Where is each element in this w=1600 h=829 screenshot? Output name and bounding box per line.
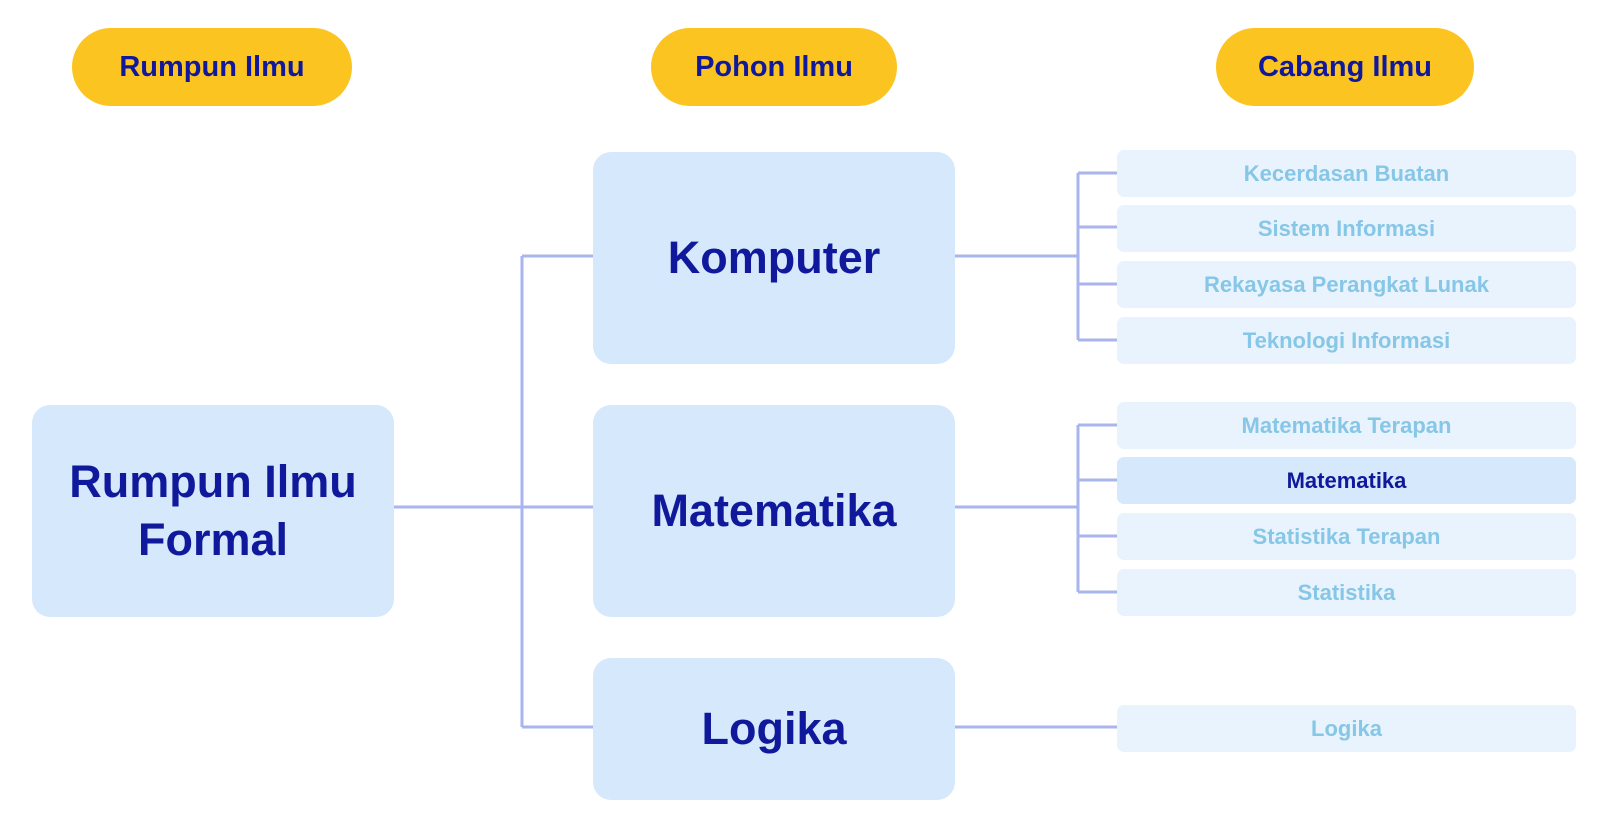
cabang-item: Rekayasa Perangkat Lunak	[1117, 261, 1576, 308]
cabang-item: Sistem Informasi	[1117, 205, 1576, 252]
cabang-item: Statistika	[1117, 569, 1576, 616]
cabang-item: Teknologi Informasi	[1117, 317, 1576, 364]
rumpun-node: Rumpun Ilmu Formal	[32, 405, 394, 617]
cabang-item: Statistika Terapan	[1117, 513, 1576, 560]
cabang-item: Kecerdasan Buatan	[1117, 150, 1576, 197]
pohon-node-komputer: Komputer	[593, 152, 955, 364]
rumpun-node-line2: Formal	[137, 514, 289, 565]
header-pohon-ilmu: Pohon Ilmu	[651, 28, 897, 106]
header-cabang-ilmu: Cabang Ilmu	[1216, 28, 1474, 106]
cabang-item: Logika	[1117, 705, 1576, 752]
cabang-item-highlighted: Matematika	[1117, 457, 1576, 504]
pohon-node-matematika: Matematika	[593, 405, 955, 617]
rumpun-node-line1: Rumpun Ilmu	[69, 455, 357, 507]
header-rumpun-ilmu: Rumpun Ilmu	[72, 28, 352, 106]
cabang-item: Matematika Terapan	[1117, 402, 1576, 449]
pohon-node-logika: Logika	[593, 658, 955, 800]
